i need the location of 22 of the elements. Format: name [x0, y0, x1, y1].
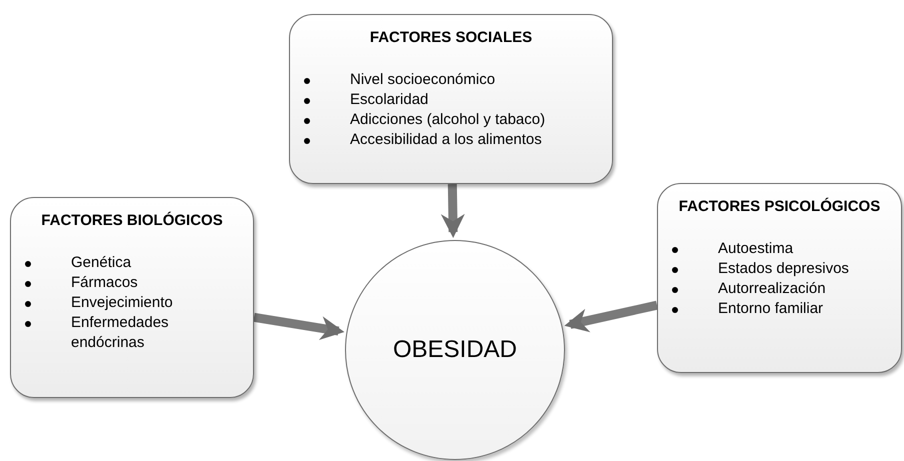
list-item: Accesibilidad a los alimentos [350, 130, 543, 150]
list-item: Autorrealización [718, 278, 827, 298]
node-title: OBESIDAD [392, 335, 518, 365]
list-item: Adicciones (alcohol y tabaco) [350, 110, 546, 130]
arrow [440, 184, 465, 238]
list-item: Autoestima [718, 238, 794, 258]
box-heading: FACTORES SOCIALES [368, 28, 534, 48]
arrow [564, 300, 658, 332]
factor-box [657, 183, 902, 373]
box-heading: FACTORES PSICOLÓGICOS [678, 196, 882, 217]
factor-box [10, 197, 254, 398]
factor-box [289, 14, 613, 184]
list-item: Estados depresivos [718, 258, 850, 278]
list-item: Fármacos [71, 272, 139, 292]
box-heading: FACTORES BIOLÓGICOS [40, 210, 224, 231]
arrow [253, 312, 344, 340]
list-item: Escolaridad [350, 90, 430, 110]
list-item: Entorno familiar [718, 298, 824, 318]
list-item: Enfermedades endócrinas [71, 312, 170, 352]
list-item: Envejecimiento [71, 292, 174, 312]
list-item: Nivel socioeconómico [350, 70, 496, 90]
list-item: Genética [71, 252, 132, 272]
